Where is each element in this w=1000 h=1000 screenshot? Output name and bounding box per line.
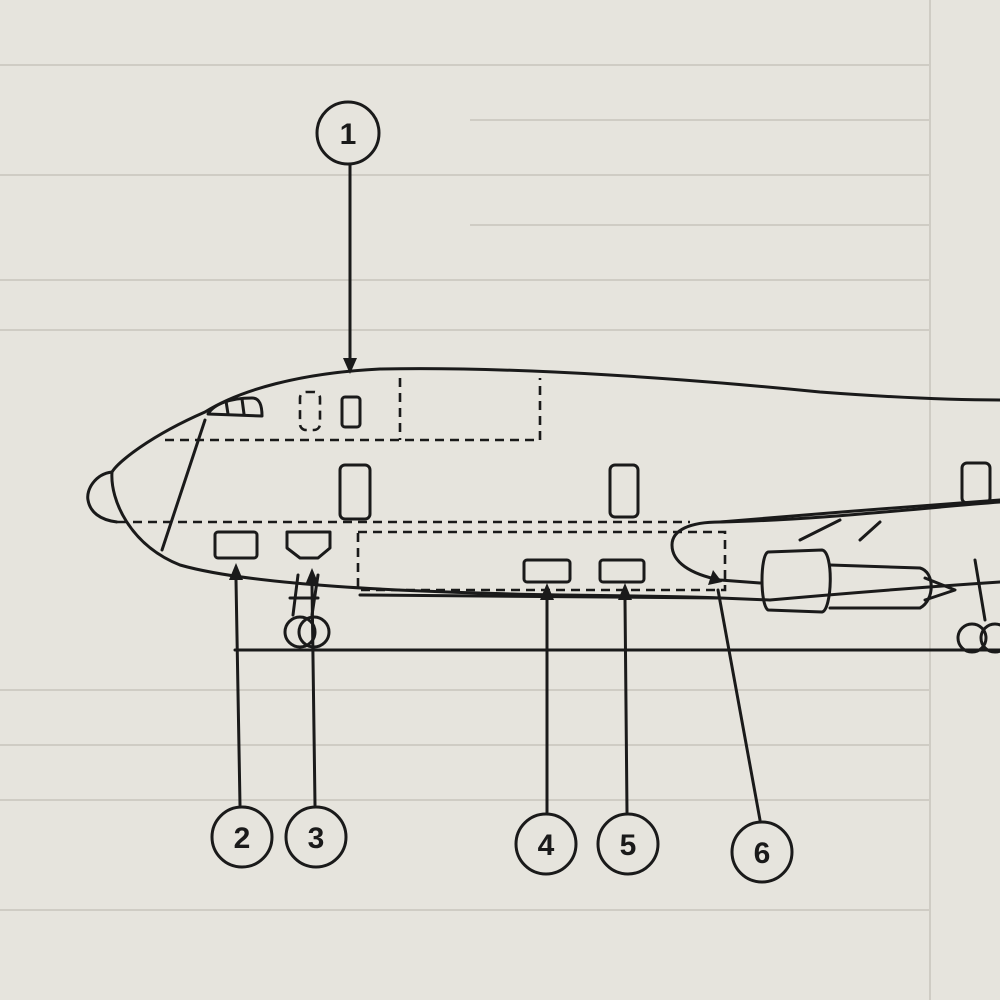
callout-1-label: 1 [340,118,357,151]
callout-6-label: 6 [754,837,771,870]
main-deck-door-1 [338,463,372,521]
upper-deck [165,378,542,442]
access-panel-4 [522,558,572,584]
access-panel-5 [598,558,646,584]
main-deck-door-2 [608,463,640,519]
leader-arrow-1 [343,358,357,374]
fuselage-bottom-outline [718,498,1000,524]
cockpit-windows [206,396,264,418]
leader-arrow-5 [618,583,632,600]
engine-pylon [798,518,882,542]
leader-arrow-6 [708,570,722,585]
nose-bulkhead-line [160,418,207,552]
belly-line [358,593,772,602]
callout-3: 3 [284,805,348,869]
leader-line-3 [310,583,317,807]
wing-root-fairing [670,520,762,585]
callout-4-label: 4 [538,829,555,862]
upper-door-dashed [298,390,322,432]
fuselage-top-outline [110,367,1000,474]
wing-trailing-edge [768,580,1000,602]
lower-deck [118,520,727,592]
main-gear-strut [973,558,987,622]
engine-nacelle [760,518,1000,654]
leader-arrow-4 [540,583,554,600]
upper-deck-floor [165,378,542,442]
callout-3-label: 3 [308,822,325,855]
callout-5: 5 [596,812,660,876]
callout-2: 2 [210,805,274,869]
access-panel-2 [213,530,259,560]
leader-line-6 [716,588,762,822]
callout-1: 1 [315,100,381,166]
main-gear-wheel-1 [956,622,988,654]
leader-arrow-2 [229,563,243,580]
cockpit-window-divider-2 [240,397,246,416]
engine-core [828,563,933,610]
leader-arrow-3 [305,568,319,585]
main-deck-door-3 [960,461,992,505]
access-panel-3 [285,530,332,560]
callout-2-label: 2 [234,822,251,855]
wing-leading-edge [718,500,1000,524]
fuselage-lower-outline [110,470,722,600]
cockpit-window-divider-1 [224,399,230,416]
nose-gear-wheel-rear [283,615,317,649]
callout-4: 4 [514,812,578,876]
main-gear-wheel-2 [979,622,1000,654]
engine-intake [760,548,832,614]
leader-lines [229,163,762,822]
nose-radome [86,470,119,524]
upper-deck-door [340,395,362,429]
leader-line-2 [234,578,242,807]
callout-5-label: 5 [620,829,637,862]
engine-exhaust [923,576,957,602]
lower-cargo-outline [356,530,727,592]
callout-6: 6 [730,820,794,884]
leader-line-5 [623,598,629,814]
wing [670,500,1000,602]
bleed-through-lines [0,0,931,1000]
